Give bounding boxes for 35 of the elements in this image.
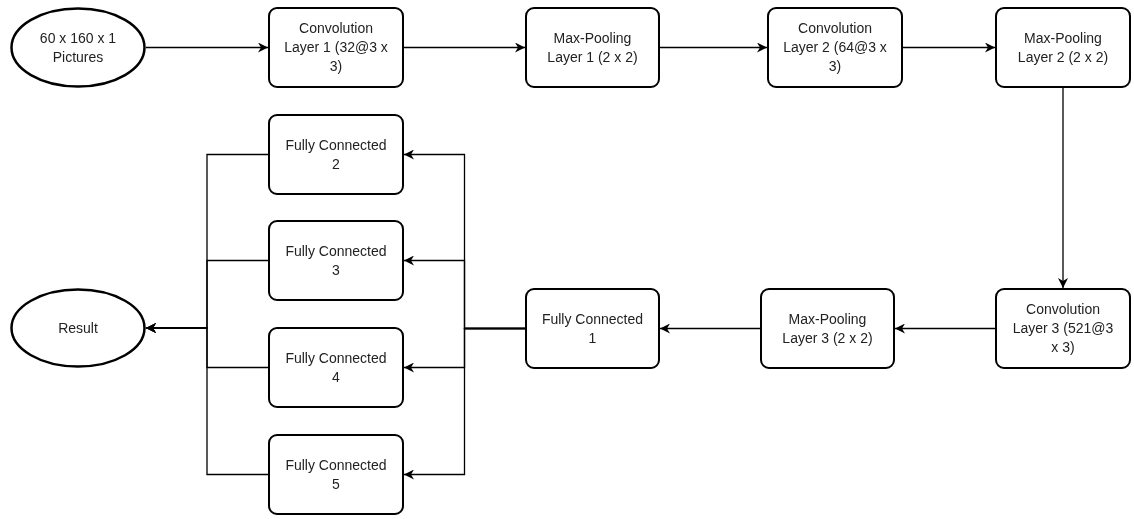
node-label: Max-Pooling Layer 3 (2 x 2) — [781, 309, 874, 348]
process-box — [268, 327, 404, 408]
node-label: Max-Pooling Layer 2 (2 x 2) — [1016, 28, 1110, 67]
process-box — [760, 288, 895, 369]
arrow — [403, 42, 526, 53]
node-label: Fully Connected 1 — [540, 309, 645, 348]
process-box — [268, 7, 404, 88]
process-box — [525, 7, 660, 88]
ellipse-node — [10, 288, 146, 368]
process-box — [995, 288, 1131, 369]
node-label: Fully Connected 2 — [284, 135, 388, 174]
process-box — [268, 434, 404, 515]
node-label: Fully Connected 3 — [284, 241, 388, 280]
arrow — [659, 42, 768, 53]
process-box — [525, 288, 660, 369]
arrow — [894, 323, 996, 334]
node-label: Convolution Layer 2 (64@3 x 3) — [782, 19, 888, 76]
arrow — [145, 42, 269, 53]
ellipse-node — [10, 7, 146, 88]
arrow — [902, 42, 996, 53]
node-label: Fully Connected 5 — [284, 455, 388, 494]
node-label: Convolution Layer 1 (32@3 x 3) — [283, 19, 389, 76]
arrow — [659, 323, 761, 334]
arrow — [1058, 87, 1068, 289]
arrow — [145, 323, 269, 476]
process-box — [995, 7, 1131, 88]
process-box — [767, 7, 903, 88]
node-label: Max-Pooling Layer 1 (2 x 2) — [546, 28, 639, 67]
node-label: 60 x 160 x 1 Pictures — [38, 28, 118, 67]
arrow — [403, 327, 526, 480]
process-box — [268, 114, 404, 195]
node-label: Convolution Layer 3 (521@3 x 3) — [1011, 300, 1115, 357]
process-box — [268, 220, 404, 301]
node-label: Fully Connected 4 — [284, 348, 388, 387]
node-label: Result — [57, 318, 99, 338]
